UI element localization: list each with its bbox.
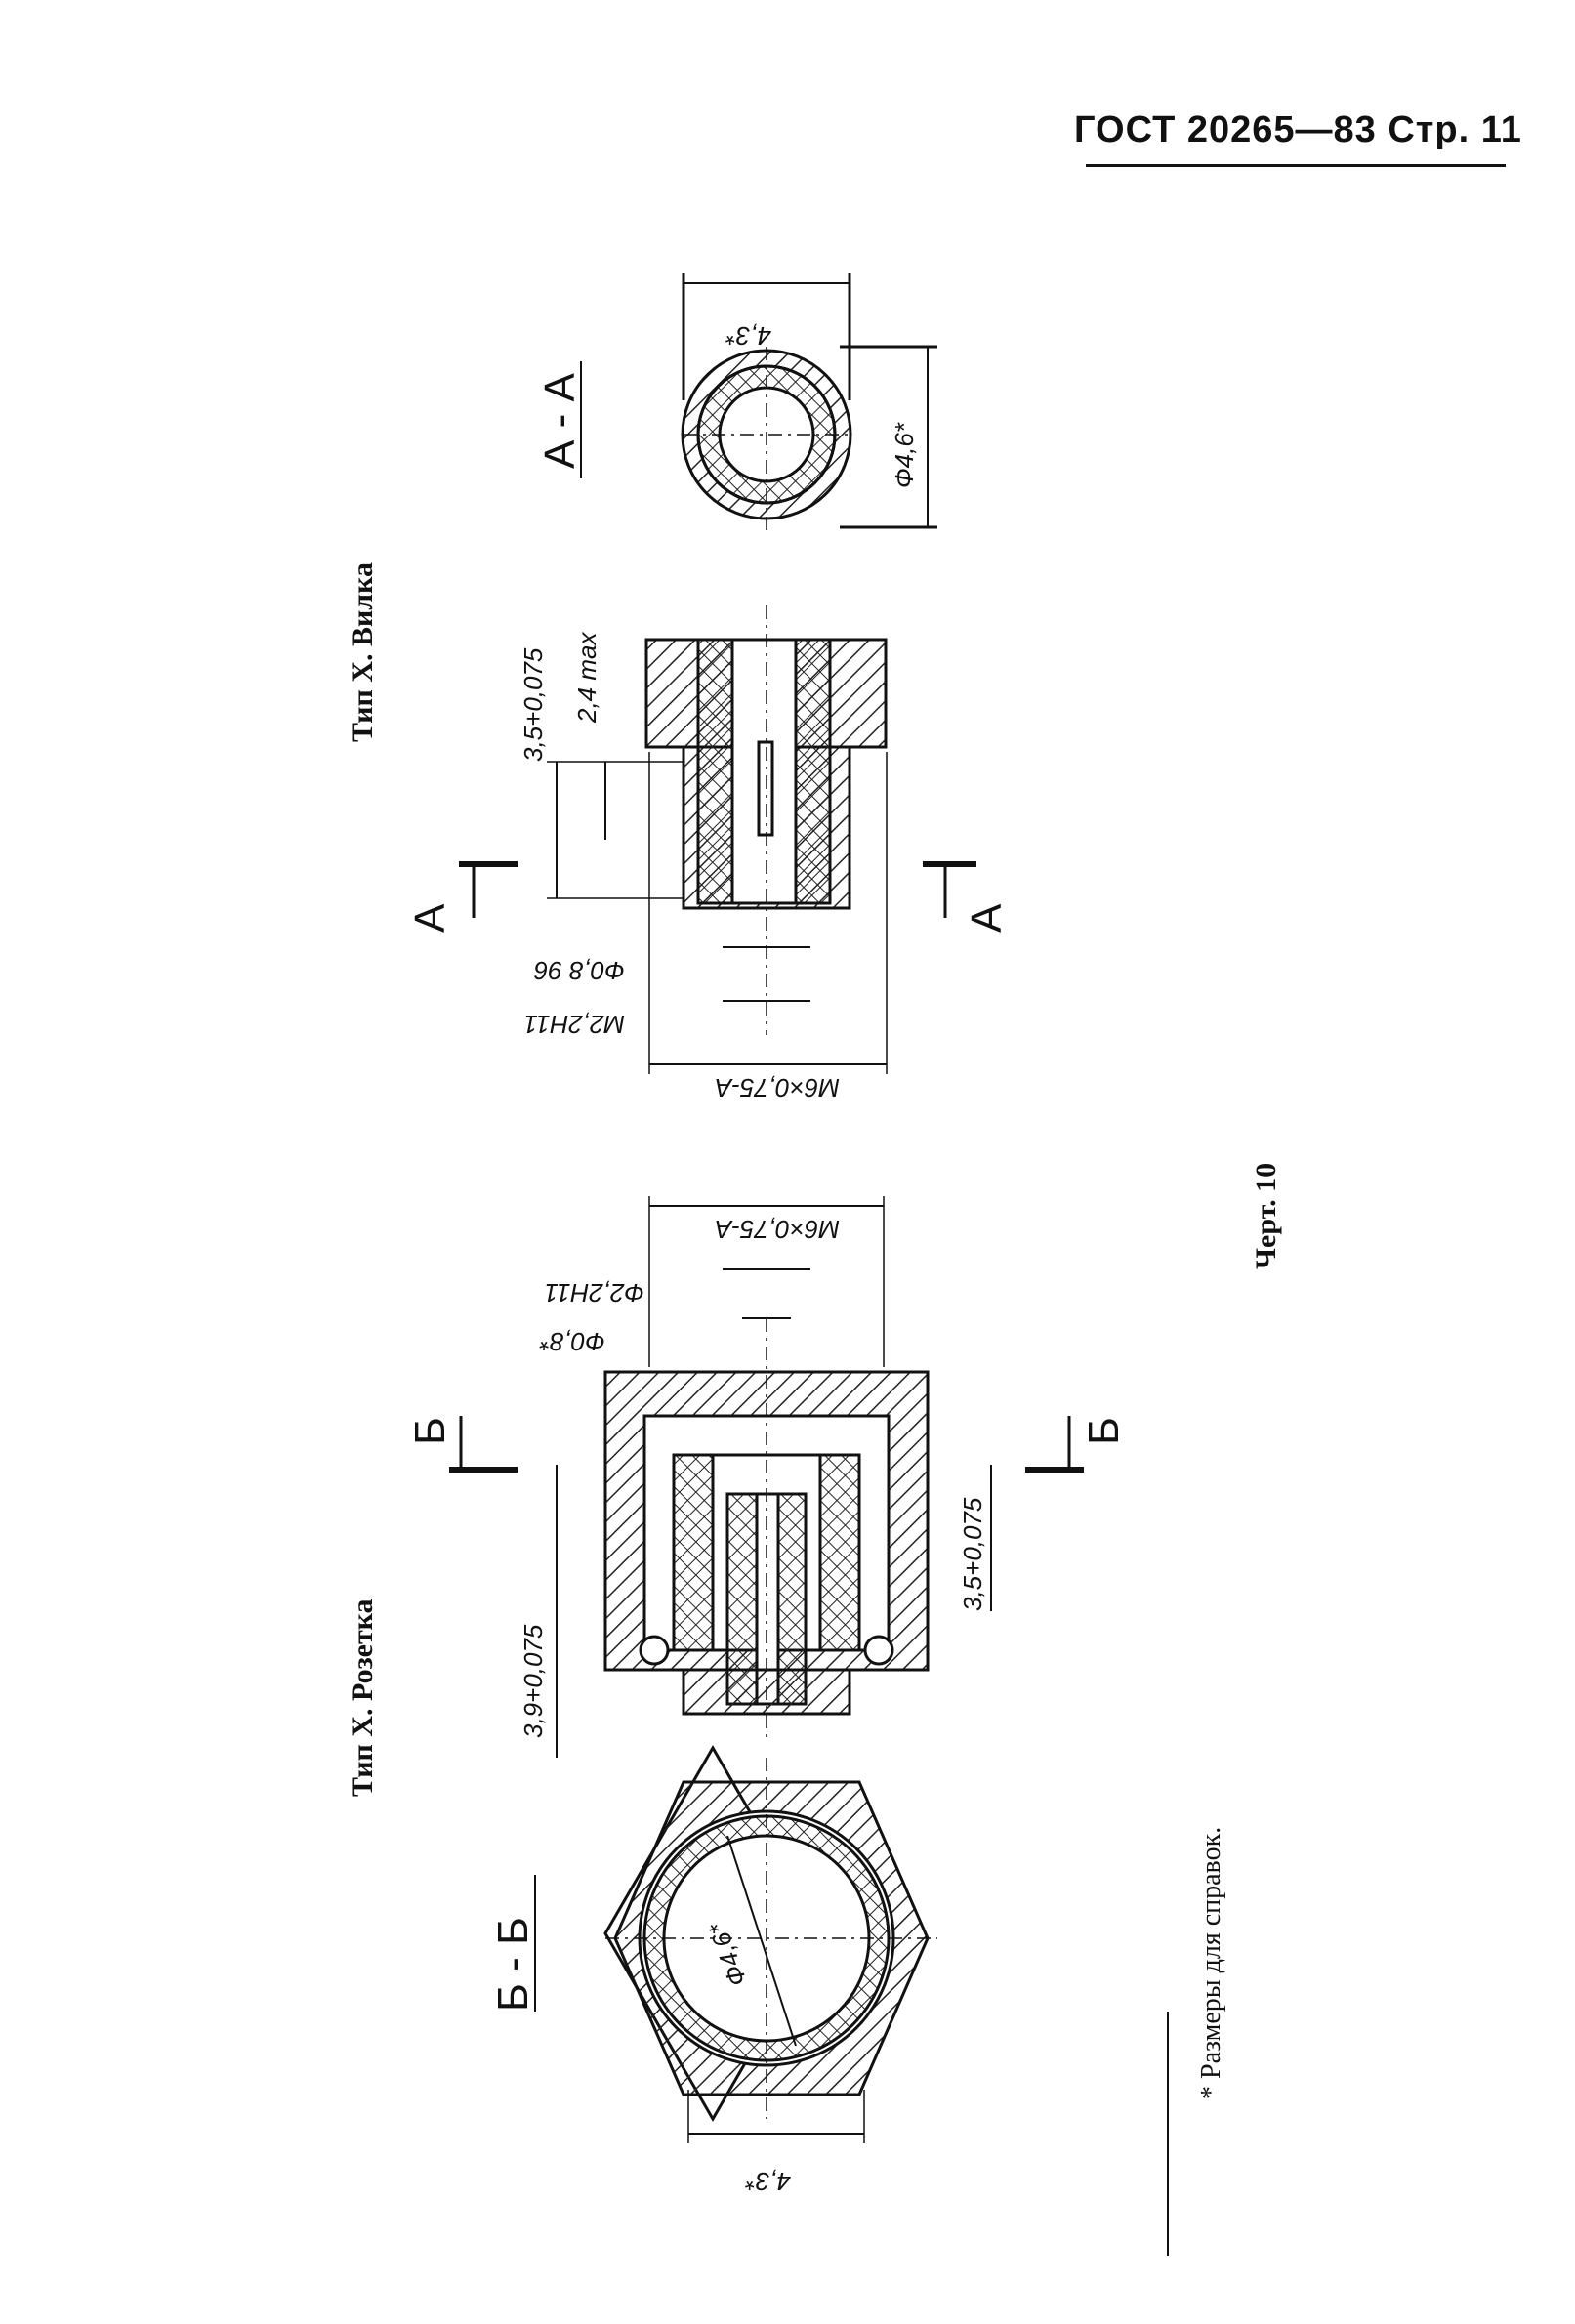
aa-diam-dim: Ф4,6* <box>890 422 919 488</box>
footnote: * Размеры для справок. <box>1196 1826 1226 2099</box>
socket-section-view <box>449 1196 1084 1758</box>
plug-depth-dim: 3,5+0,075 <box>518 647 548 762</box>
socket-title: Тип X. Розетка <box>347 1598 379 1797</box>
section-label-aa: А - А <box>536 373 584 469</box>
footnote-rule <box>1167 2012 1169 2256</box>
plug-thread-outer-dim: M6×0,75-А <box>715 1073 840 1102</box>
socket-depth-outer-dim: 3,9+0,075 <box>518 1624 548 1738</box>
chart-label: Черт. 10 <box>1250 1162 1282 1269</box>
header-rule <box>1086 164 1506 167</box>
cut-label-a-right: А <box>963 903 1011 933</box>
cut-label-b-left: Б <box>406 1417 454 1445</box>
plug-pin-len-dim: 2,4 max <box>572 632 601 724</box>
plug-section-view <box>459 605 976 1074</box>
plug-title: Тип X. Вилка <box>347 562 379 742</box>
section-bb-view <box>534 1745 937 2143</box>
socket-bore-dim: Ф2,2H11 <box>544 1278 644 1307</box>
page-header: ГОСТ 20265—83 Стр. 11 <box>1074 109 1522 150</box>
bb-hex-dim: 4,3* <box>745 2167 791 2196</box>
cut-label-b-right: Б <box>1080 1417 1128 1445</box>
plug-thread-inner-dim: M2,2H11 <box>523 1010 625 1039</box>
socket-thread-outer-dim: M6×0,75-А <box>715 1215 840 1244</box>
section-aa-view <box>580 273 937 532</box>
aa-hex-dim: 4,3* <box>725 321 771 351</box>
socket-depth-inner-dim: 3,5+0,075 <box>958 1497 987 1611</box>
socket-pin-diam-dim: Ф0,8* <box>539 1327 605 1356</box>
cut-label-a-left: А <box>406 903 454 933</box>
plug-pin-diam-dim: Ф0,8 96 <box>534 956 625 985</box>
section-label-bb: Б - Б <box>489 1917 537 2012</box>
